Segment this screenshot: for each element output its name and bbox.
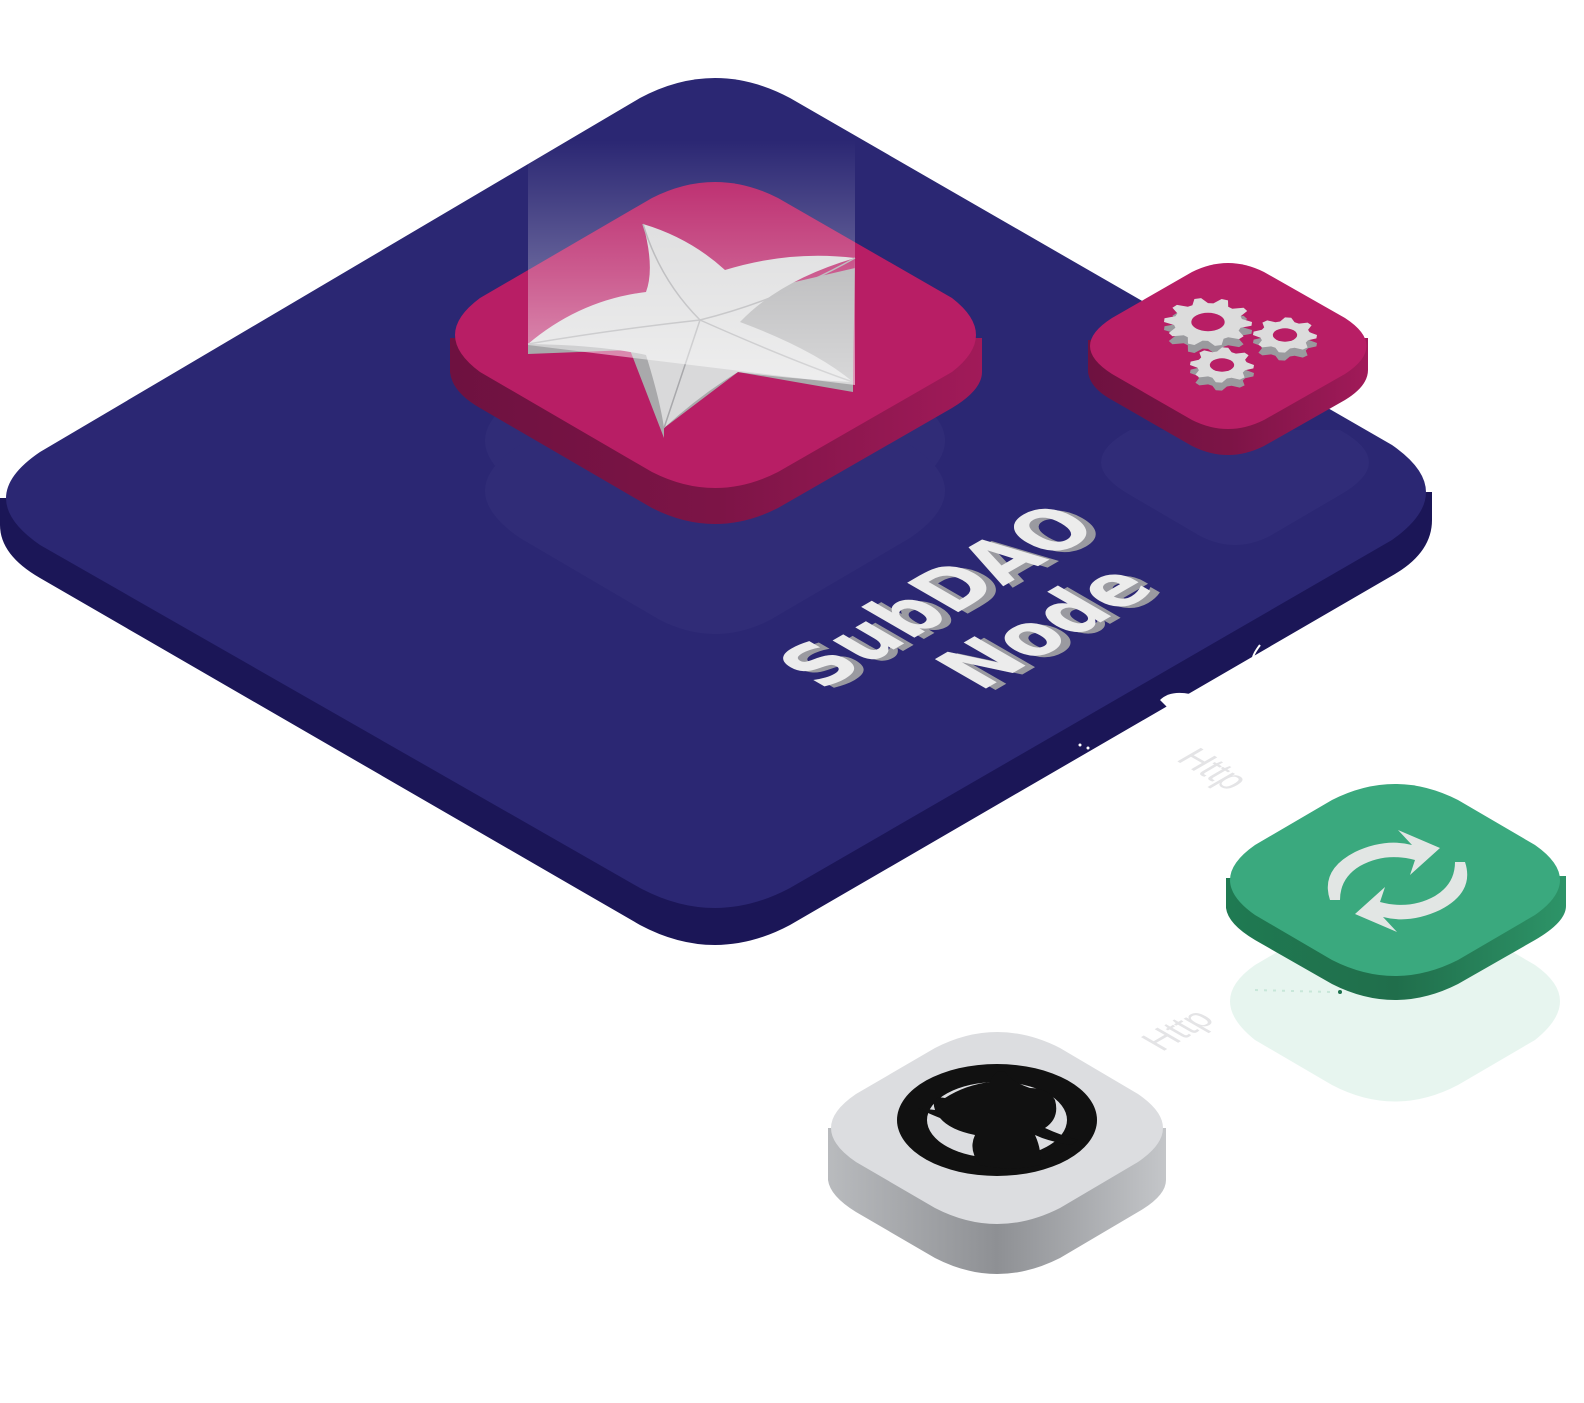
sync-arrows-icon — [1327, 830, 1468, 932]
light-beam — [528, 140, 855, 385]
gears-block — [1088, 263, 1368, 455]
gears-icon — [1164, 298, 1317, 391]
connection-label: Http — [1131, 1003, 1223, 1056]
connection-label: Http — [1168, 742, 1260, 795]
gears-block-top — [1090, 263, 1367, 429]
gear-hole — [1191, 312, 1225, 332]
substrate-block — [450, 140, 982, 524]
sync-block — [1226, 784, 1566, 1102]
github-octocat-icon — [897, 1064, 1097, 1176]
connection-lines — [1078, 644, 1342, 994]
gear-hole — [1209, 358, 1235, 372]
github-block — [828, 1032, 1166, 1274]
http-label-1: Http — [1168, 742, 1260, 795]
http-label-2: Http — [1131, 1003, 1223, 1056]
gear-hole — [1272, 328, 1298, 342]
sync-block-top — [1230, 784, 1560, 976]
